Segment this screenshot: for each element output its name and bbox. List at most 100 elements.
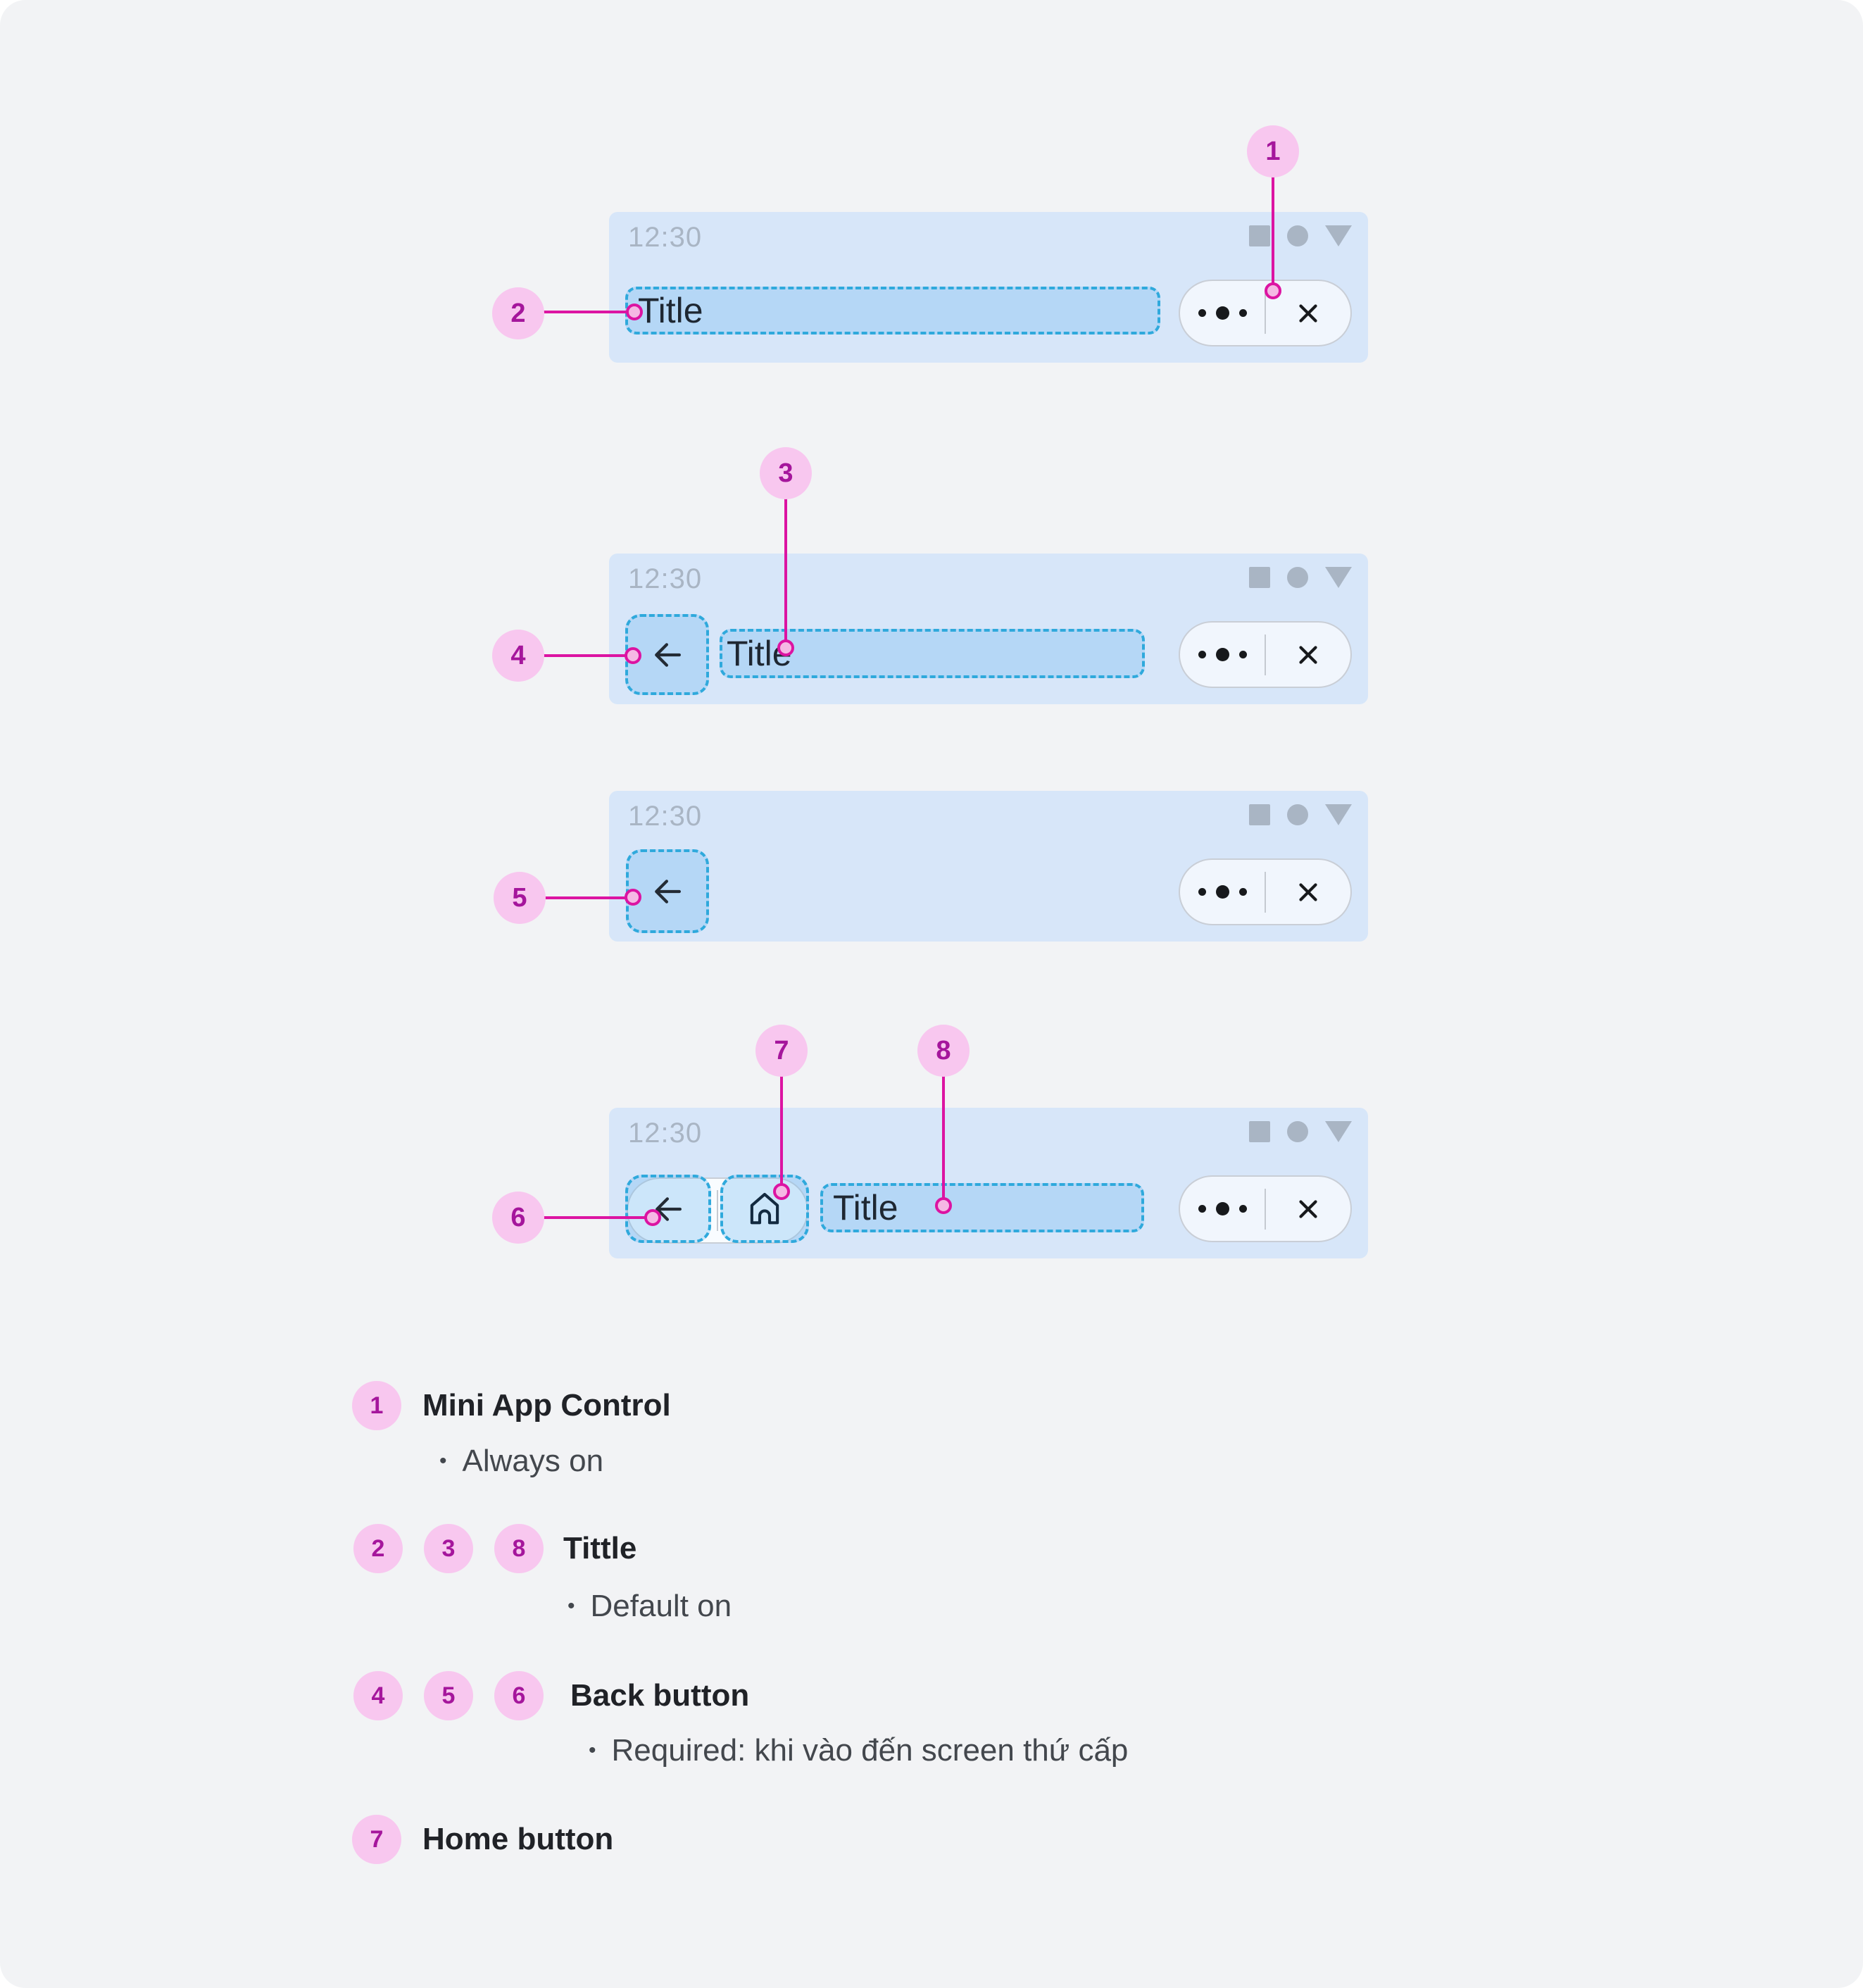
status-circle-icon [1287,1121,1308,1142]
back-arrow-icon [654,642,681,667]
page-title: Title [833,1188,898,1227]
legend-bullet-default-on: • Default on [567,1582,732,1631]
close-button[interactable] [1266,1177,1350,1241]
connector-line [544,896,627,899]
status-icons [1249,566,1352,589]
page-title: Title [638,291,703,330]
legend-badge-6: 6 [494,1671,544,1720]
status-time: 12:30 [628,563,703,594]
status-icons [1249,804,1352,826]
connector-line [780,1075,783,1187]
connector-dot [644,1209,661,1226]
legend-badge-8: 8 [494,1524,544,1573]
more-options-icon [1198,888,1206,896]
close-icon [1299,1199,1317,1218]
home-button[interactable] [720,1175,809,1243]
legend-badge-2: 2 [353,1524,403,1573]
more-options-icon [1215,648,1229,661]
header-bar-back-title: 12:30 Title [609,554,1368,704]
status-square-icon [1249,225,1270,246]
status-time: 12:30 [628,801,703,832]
status-circle-icon [1287,567,1308,588]
status-square-icon [1249,1121,1270,1142]
connector-dot [777,639,794,656]
more-options-icon [1238,1205,1247,1213]
mini-app-control [1179,621,1352,688]
callout-badge-3: 3 [760,447,812,499]
callout-badge-6: 6 [492,1192,544,1244]
status-circle-icon [1287,225,1308,246]
status-triangle-icon [1325,804,1352,825]
legend-label-tittle: Tittle [563,1531,637,1565]
home-icon [750,1192,779,1224]
more-options-button[interactable] [1180,860,1265,924]
callout-badge-1: 1 [1247,125,1299,177]
callout-badge-4: 4 [492,630,544,682]
legend-bullet-text: Default on [590,1589,732,1623]
back-arrow-icon [655,879,682,904]
connector-line [942,1075,945,1201]
status-time: 12:30 [628,1118,703,1149]
status-triangle-icon [1325,225,1352,246]
close-button[interactable] [1266,860,1350,924]
status-square-icon [1249,804,1270,825]
legend-badge-3: 3 [424,1524,473,1573]
connector-line [542,311,628,313]
legend-bullet-text: Required: khi vào đến screen thứ cấp [611,1733,1129,1768]
status-time: 12:30 [628,222,703,253]
close-icon [1299,645,1317,664]
pill-divider [717,1190,718,1231]
connector-dot [625,647,641,664]
connector-dot [626,304,643,320]
close-icon [1299,882,1317,901]
connector-line [542,654,627,657]
more-options-button[interactable] [1180,1177,1265,1241]
more-options-icon [1238,309,1247,317]
legend-badge-5: 5 [424,1671,473,1720]
legend-badge-4: 4 [353,1671,403,1720]
connector-dot [773,1183,790,1200]
connector-dot [1265,282,1281,299]
callout-badge-2: 2 [492,287,544,339]
back-arrow-icon [656,1196,682,1221]
connector-dot [625,889,641,906]
callout-badge-5: 5 [494,872,546,924]
legend-badge-7: 7 [352,1815,401,1864]
pill-divider [1265,292,1266,334]
connector-line [1272,176,1274,285]
connector-line [542,1216,646,1219]
legend-label-home-button: Home button [422,1822,614,1856]
status-circle-icon [1287,804,1308,825]
bullet-icon: • [439,1449,447,1473]
more-options-icon [1215,306,1229,320]
status-triangle-icon [1325,1121,1352,1142]
status-icons [1249,225,1352,247]
callout-badge-7: 7 [755,1025,808,1077]
more-options-icon [1215,1202,1229,1215]
connector-line [784,498,787,642]
more-options-button[interactable] [1180,281,1265,345]
more-options-button[interactable] [1180,623,1265,687]
pill-divider [1265,1188,1266,1230]
header-bar-title-only: 12:30 Title [609,212,1368,363]
back-button[interactable] [625,1175,711,1243]
connector-dot [935,1197,952,1214]
more-options-icon [1238,888,1247,896]
mini-app-control [1179,1175,1352,1242]
status-icons [1249,1120,1352,1143]
close-button[interactable] [1266,623,1350,687]
header-bar-back-home-title: 12:30 Title [609,1108,1368,1258]
status-triangle-icon [1325,567,1352,588]
more-options-icon [1238,651,1247,658]
more-options-icon [1215,885,1229,899]
legend-badge-1: 1 [352,1381,401,1430]
title-region: Title [625,287,1160,335]
close-button[interactable] [1266,281,1350,345]
more-options-icon [1198,651,1206,658]
legend-label-mini-app-control: Mini App Control [422,1388,671,1423]
pill-divider [1265,634,1266,675]
legend-bullet-always-on: • Always on [439,1437,603,1486]
pill-divider [1265,871,1266,913]
more-options-icon [1198,309,1206,317]
